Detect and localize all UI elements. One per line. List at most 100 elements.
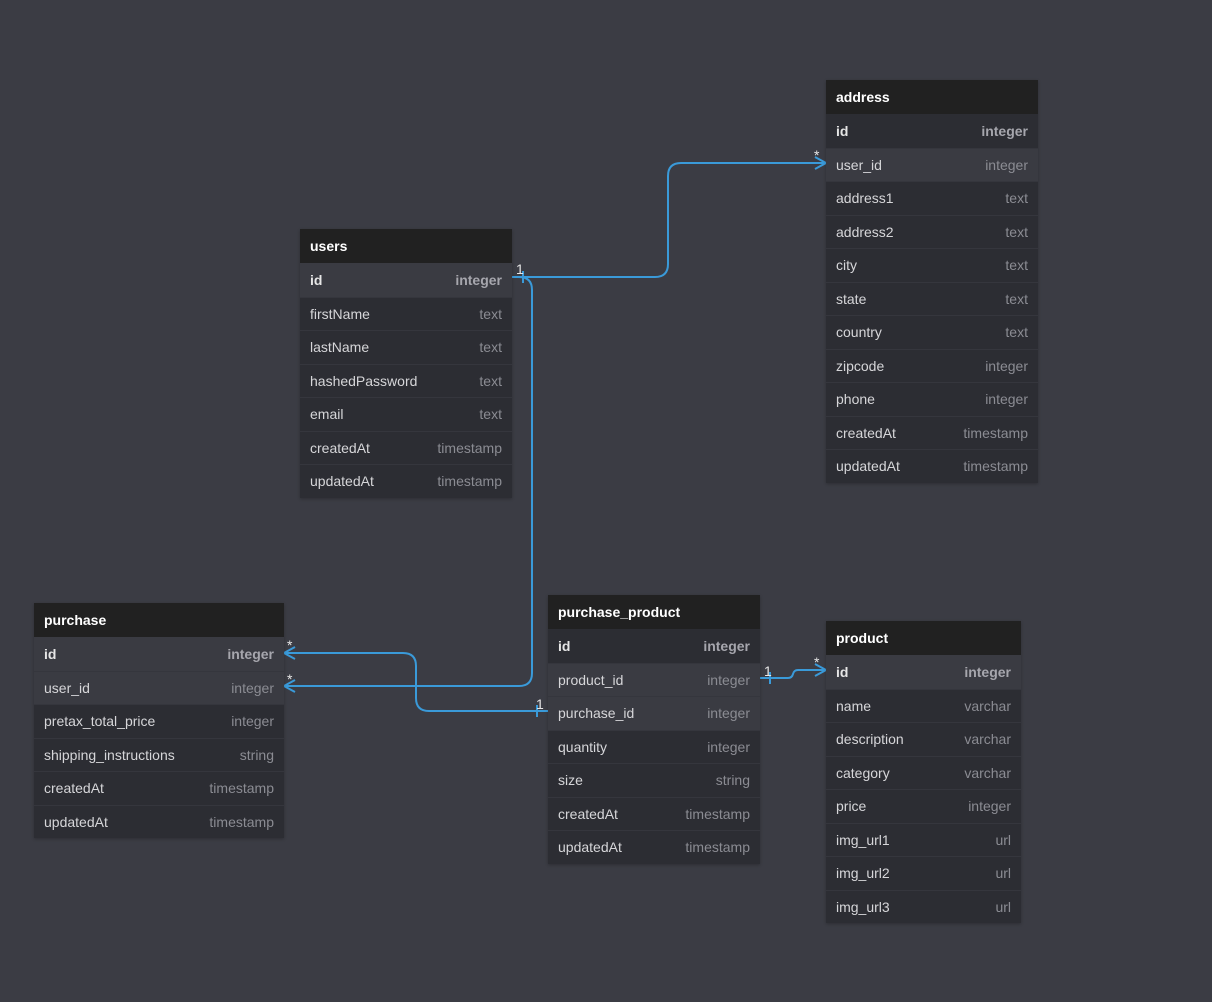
column-name: email [310, 406, 344, 423]
table-address-title[interactable]: address [826, 80, 1038, 114]
column-type: integer [707, 705, 750, 722]
relation-purchase-product-purchase [284, 652, 548, 712]
column-name: updatedAt [44, 813, 108, 830]
table-users-title[interactable]: users [300, 229, 512, 263]
column-row[interactable]: purchase_id integer [548, 696, 760, 730]
column-type: string [239, 746, 274, 763]
column-type: integer [455, 271, 502, 288]
column-name: createdAt [836, 424, 896, 441]
column-row[interactable]: email text [300, 397, 512, 431]
column-name: pretax_total_price [44, 713, 156, 730]
card-product-id: * [814, 654, 820, 670]
column-type: text [479, 406, 502, 423]
column-name: city [836, 257, 857, 274]
column-type: text [1005, 190, 1028, 207]
column-name: img_url1 [836, 831, 890, 848]
column-type: integer [231, 679, 274, 696]
crowfoot-address-user-id [814, 156, 829, 170]
column-type: text [479, 339, 502, 356]
column-name: purchase_id [558, 705, 635, 722]
column-type: integer [707, 671, 750, 688]
column-name: id [44, 645, 57, 662]
column-type: integer [964, 663, 1011, 680]
column-row[interactable]: product_id integer [548, 662, 760, 696]
column-type: text [1005, 324, 1028, 341]
table-product-title[interactable]: product [826, 621, 1021, 655]
column-type: integer [968, 798, 1011, 815]
crowfoot-purchase-id [281, 646, 296, 660]
column-type: text [1005, 223, 1028, 240]
column-name: firstName [310, 305, 370, 322]
column-row[interactable]: address2 text [826, 214, 1038, 248]
column-name: createdAt [310, 439, 370, 456]
card-purchase-product-product-id: 1 [764, 663, 772, 679]
table-purchase-product-title[interactable]: purchase_product [548, 595, 760, 629]
column-row[interactable]: updatedAt timestamp [34, 804, 284, 838]
column-name: img_url2 [836, 865, 890, 882]
column-name: createdAt [44, 780, 104, 797]
column-name: updatedAt [310, 473, 374, 490]
card-users-id-address: 1 [516, 261, 524, 277]
column-name: id [310, 271, 323, 288]
column-type: text [1005, 257, 1028, 274]
column-name: state [836, 290, 867, 307]
column-name: zipcode [836, 357, 885, 374]
column-name: address2 [836, 223, 894, 240]
column-type: timestamp [685, 805, 750, 822]
column-name: updatedAt [836, 458, 900, 475]
column-type: url [995, 898, 1011, 915]
column-name: category [836, 764, 890, 781]
relation-users-address [512, 162, 826, 278]
column-row[interactable]: img_url2 url [826, 856, 1021, 890]
column-name: product_id [558, 671, 624, 688]
column-type: integer [985, 156, 1028, 173]
table-purchase-title[interactable]: purchase [34, 603, 284, 637]
column-row[interactable]: city text [826, 248, 1038, 282]
column-name: country [836, 324, 882, 341]
column-row[interactable]: id integer [300, 263, 512, 297]
column-name: phone [836, 391, 875, 408]
column-type: integer [981, 122, 1028, 139]
card-address-user-id: * [814, 147, 820, 163]
column-type: url [995, 865, 1011, 882]
column-name: hashedPassword [310, 372, 418, 389]
column-row[interactable]: country text [826, 315, 1038, 349]
column-type: timestamp [209, 813, 274, 830]
